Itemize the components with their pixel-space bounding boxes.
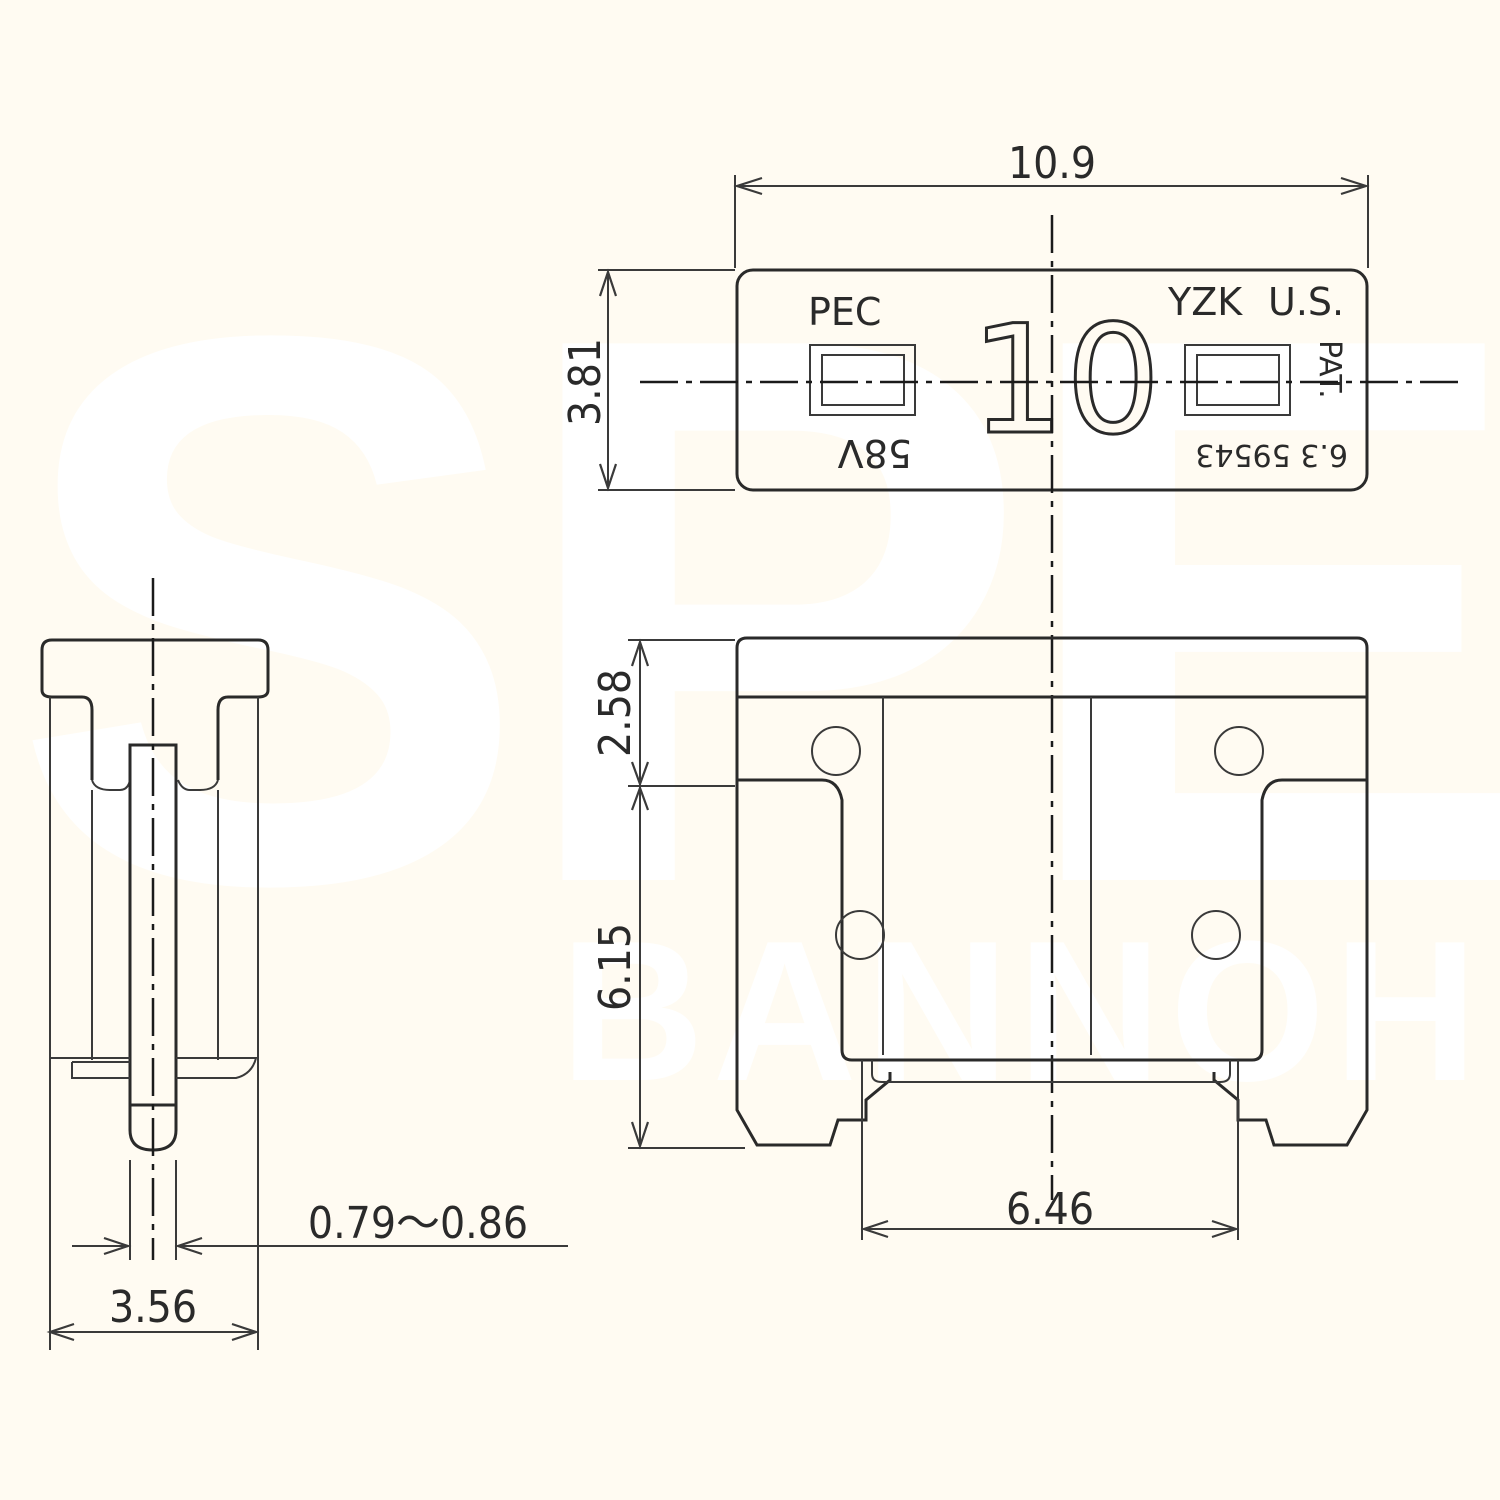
arrow-right-icon bbox=[231, 1322, 260, 1342]
right-blade-inner bbox=[1100, 778, 1367, 1062]
arrow-up-icon bbox=[598, 268, 618, 297]
bottom-bridge bbox=[871, 1060, 1231, 1083]
dim-blade-thickness-label: 0.79～0.86 bbox=[308, 1198, 528, 1249]
arrow-left-icon bbox=[733, 176, 763, 196]
side-notch-left bbox=[91, 779, 131, 791]
marking-pec: PEC bbox=[808, 290, 881, 334]
arrow-up-icon bbox=[630, 784, 650, 811]
arrow-down-icon bbox=[630, 1121, 650, 1150]
arrow-right-icon bbox=[103, 1236, 132, 1256]
dim-width-label: 10.9 bbox=[1008, 138, 1096, 189]
front-view: 2.58 6.15 6.46 bbox=[590, 636, 1369, 1240]
dim-blade-height-label: 6.15 bbox=[590, 923, 641, 1011]
right-lower-hole bbox=[1191, 910, 1241, 960]
arrow-left-icon bbox=[174, 1236, 203, 1256]
marking-us: U.S. bbox=[1268, 280, 1344, 324]
arrow-right-icon bbox=[1340, 176, 1370, 196]
right-blade-outer bbox=[1212, 697, 1369, 1147]
right-window-outer bbox=[1184, 344, 1291, 416]
top-view: PEC YZK U.S. PAT. 6.3 59543 58V 10 10.9 … bbox=[560, 138, 1465, 1200]
marking-patent-number: 6.3 59543 bbox=[1195, 437, 1348, 472]
dim-height-label: 3.81 bbox=[560, 338, 611, 426]
arrow-left-icon bbox=[860, 1219, 889, 1239]
left-blade-outer bbox=[735, 697, 892, 1147]
right-window-inner bbox=[1196, 354, 1280, 406]
watermark-small-text: BANNOH bbox=[560, 900, 1486, 1123]
side-flange bbox=[71, 1057, 258, 1079]
side-head-left bbox=[40, 689, 94, 780]
arrow-down-icon bbox=[630, 761, 650, 788]
right-upper-hole bbox=[1214, 726, 1264, 776]
left-blade-inner bbox=[737, 778, 1100, 1062]
arrow-left-icon bbox=[46, 1322, 75, 1342]
dim-blade-span-label: 6.46 bbox=[1006, 1184, 1094, 1235]
front-head-top bbox=[735, 636, 1369, 700]
left-window-outer bbox=[809, 344, 916, 416]
left-window-inner bbox=[821, 354, 905, 406]
left-upper-hole bbox=[811, 726, 861, 776]
side-notch-right bbox=[177, 779, 219, 791]
side-view: 0.79～0.86 3.56 bbox=[40, 578, 568, 1350]
marking-voltage: 58V bbox=[838, 431, 912, 475]
arrow-up-icon bbox=[630, 638, 650, 667]
left-lower-hole bbox=[835, 910, 885, 960]
marking-pat: PAT. bbox=[1312, 340, 1347, 399]
marking-yzk: YZK bbox=[1167, 280, 1243, 324]
arrow-down-icon bbox=[598, 463, 618, 492]
dim-head-height-label: 2.58 bbox=[590, 669, 641, 757]
side-head-right bbox=[40, 638, 270, 780]
dim-body-thickness-label: 3.56 bbox=[109, 1282, 197, 1333]
arrow-right-icon bbox=[1211, 1219, 1240, 1239]
